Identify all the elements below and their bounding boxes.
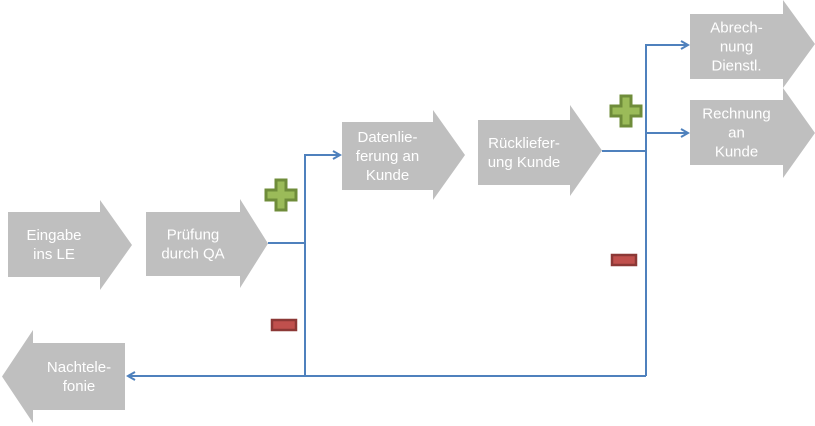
step-label-line: Nachtele-: [47, 359, 111, 376]
step-label-line: ferung an: [356, 148, 419, 165]
step-label-line: Abrech-: [710, 20, 763, 37]
plus-icon: [264, 178, 298, 212]
step-label-line: Kunde: [366, 167, 409, 184]
step-ruecklieferung: Rückliefer-ung Kunde: [478, 105, 602, 196]
step-label-line: ung Kunde: [488, 154, 561, 171]
step-label-line: Datenlie-: [357, 129, 417, 146]
step-arrow-shape: [146, 199, 268, 288]
step-label-line: Rechnung: [702, 106, 770, 123]
step-arrow-shape: [8, 200, 132, 290]
step-label-line: fonie: [63, 378, 96, 395]
step-label-line: Kunde: [715, 144, 758, 161]
step-label-line: Rückliefer-: [488, 135, 560, 152]
minus-icon: [270, 318, 298, 332]
plus-icon: [609, 94, 643, 128]
step-arrow-shape: [2, 330, 125, 423]
connector-to-abrechnung: [645, 45, 688, 376]
step-label-line: Prüfung: [167, 227, 220, 244]
step-label-line: nung: [720, 39, 753, 56]
step-arrow-shape: [690, 88, 815, 178]
step-arrow-shape: [478, 105, 602, 196]
step-label-line: Eingabe: [26, 227, 81, 244]
step-nachtelefonie: Nachtele-fonie: [2, 330, 125, 423]
minus-icon: [610, 253, 638, 267]
step-datenlieferung: Datenlie-ferung an Kunde: [342, 110, 465, 200]
step-label-line: an: [728, 125, 745, 142]
connectors: [128, 45, 688, 376]
step-label-line: ins LE: [33, 246, 75, 263]
step-arrow-shape: [690, 0, 815, 88]
step-arrow-shape: [342, 110, 465, 200]
connector-to-datenlieferung: [304, 155, 340, 376]
step-label-line: durch QA: [161, 246, 224, 263]
step-pruefung: Prüfung durch QA: [146, 199, 268, 288]
step-eingabe: Eingabe ins LE: [8, 200, 132, 290]
step-label-line: Dienstl.: [711, 58, 761, 75]
